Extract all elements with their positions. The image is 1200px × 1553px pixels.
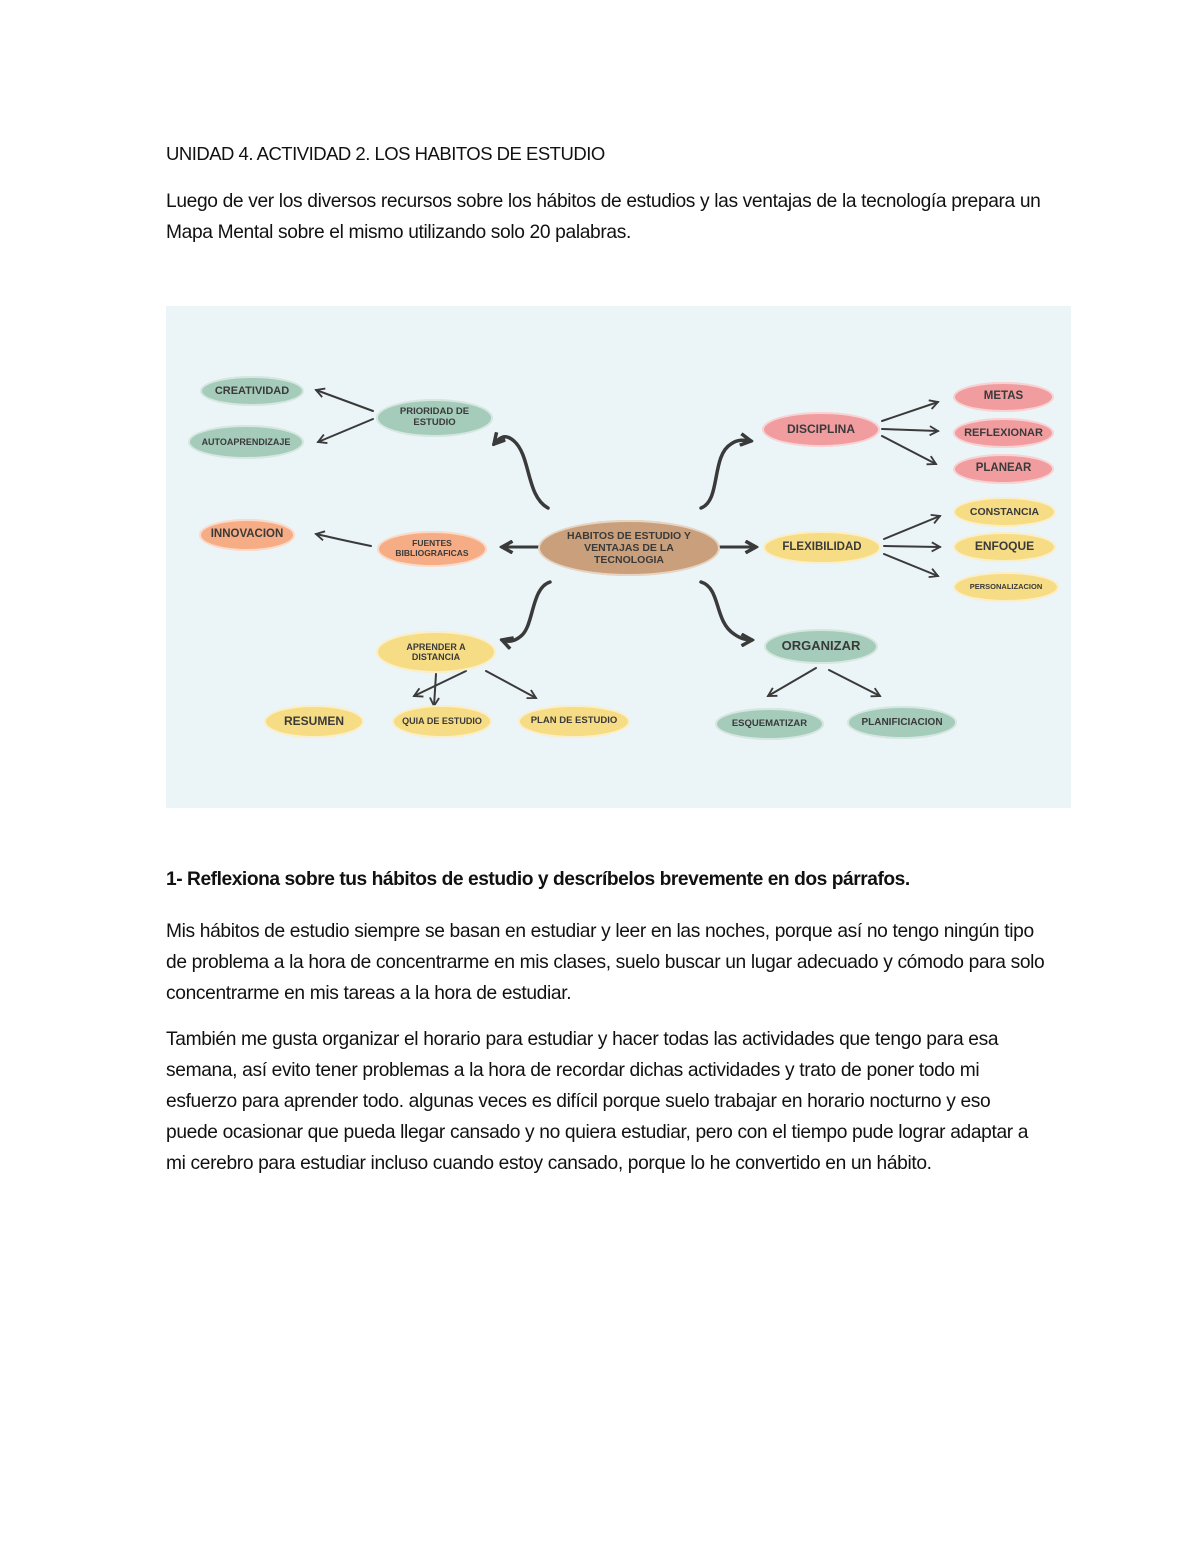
node-plan-de-estudio: PLAN DE ESTUDIO [518,705,630,738]
node-enfoque: ENFOQUE [953,532,1056,562]
node-flexibilidad: FLEXIBILIDAD [763,531,881,564]
node-prioridad-de-estudio: PRIORIDAD DE ESTUDIO [376,399,493,437]
answer-paragraph-2: También me gusta organizar el horario pa… [166,1024,1046,1179]
node-metas: METAS [953,382,1054,412]
document-intro: Luego de ver los diversos recursos sobre… [166,191,1041,243]
node-constancia: CONSTANCIA [953,497,1056,527]
node-fuentes-bibliograficas: FUENTES BIBLIOGRAFICAS [377,531,487,567]
center-node: HABITOS DE ESTUDIO Y VENTAJAS DE LA TECN… [538,520,720,576]
document-heading: UNIDAD 4. ACTIVIDAD 2. LOS HABITOS DE ES… [166,143,605,164]
node-disciplina: DISCIPLINA [762,412,880,447]
node-resumen: RESUMEN [264,705,364,738]
node-planear: PLANEAR [953,454,1054,484]
node-autoaprendizaje: AUTOAPRENDIZAJE [188,425,304,459]
node-innovacion: INNOVACION [199,519,295,551]
node-creatividad: CREATIVIDAD [200,376,304,406]
answer-paragraph-1-text: Mis hábitos de estudio siempre se basan … [166,921,1045,1004]
question-heading: 1- Reflexiona sobre tus hábitos de estud… [166,869,910,890]
mind-map-arrows [166,306,1071,808]
node-aprender-a-distancia: APRENDER A DISTANCIA [376,631,496,673]
mind-map: HABITOS DE ESTUDIO Y VENTAJAS DE LA TECN… [166,306,1071,808]
node-reflexionar: REFLEXIONAR [953,418,1054,448]
node-organizar: ORGANIZAR [764,629,878,664]
node-esquematizar: ESQUEMATIZAR [715,708,824,740]
node-personalizacion: PERSONALIZACION [953,572,1059,602]
node-planificiacion: PLANIFICIACION [847,706,957,739]
node-guia-de-estudio: QUIA DE ESTUDIO [392,705,492,738]
answer-paragraph-1: Mis hábitos de estudio siempre se basan … [166,916,1046,1009]
answer-paragraph-2-text: También me gusta organizar el horario pa… [166,1029,1029,1174]
